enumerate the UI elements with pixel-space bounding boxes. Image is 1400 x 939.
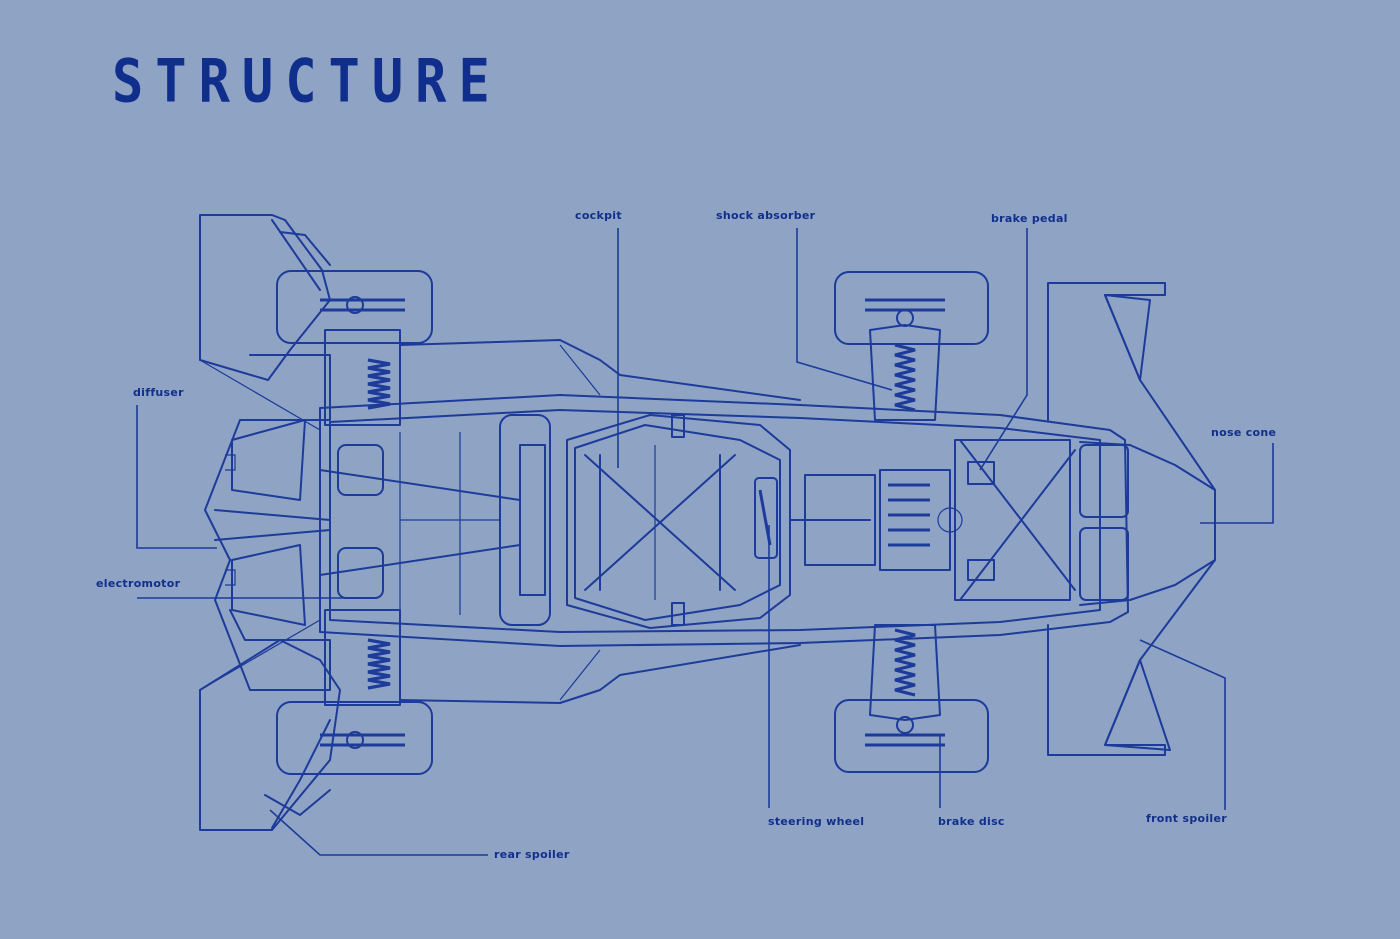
leader-brake-pedal <box>979 228 1028 471</box>
rear-wheels-drawing <box>276 270 433 775</box>
label-diffuser: diffuser <box>133 386 184 399</box>
front-section-drawing <box>804 439 1076 601</box>
rear-lower-spring <box>367 638 391 690</box>
chassis-drawing <box>319 339 1129 704</box>
leader-rear-spoiler <box>269 809 488 856</box>
leader-diffuser <box>136 405 217 549</box>
rear-upper-spring <box>367 358 391 410</box>
label-cockpit: cockpit <box>575 209 622 222</box>
leader-nose-cone <box>1200 443 1274 524</box>
front-wheels-drawing <box>834 271 989 773</box>
diffuser-drawing <box>204 354 331 691</box>
front-spoiler-drawing <box>1047 282 1216 756</box>
leader-lines <box>136 228 1274 856</box>
label-brake-disc: brake disc <box>938 815 1005 828</box>
front-lower-spring <box>894 628 916 697</box>
front-upper-spring <box>894 343 916 412</box>
label-nose-cone: nose cone <box>1211 426 1277 439</box>
nose-cone-drawing <box>1079 441 1216 606</box>
cockpit-drawing <box>566 414 871 629</box>
leader-front-spoiler <box>1139 639 1226 810</box>
leader-shock-absorber <box>796 228 893 391</box>
label-electromotor: electromotor <box>96 577 181 590</box>
label-steering-wheel: steering wheel <box>768 815 865 828</box>
page-title: STRUCTURE <box>112 47 502 117</box>
label-front-spoiler: front spoiler <box>1146 812 1227 825</box>
label-brake-pedal: brake pedal <box>991 212 1068 225</box>
label-shock-absorber: shock absorber <box>716 209 816 222</box>
label-rear-spoiler: rear spoiler <box>494 848 570 861</box>
